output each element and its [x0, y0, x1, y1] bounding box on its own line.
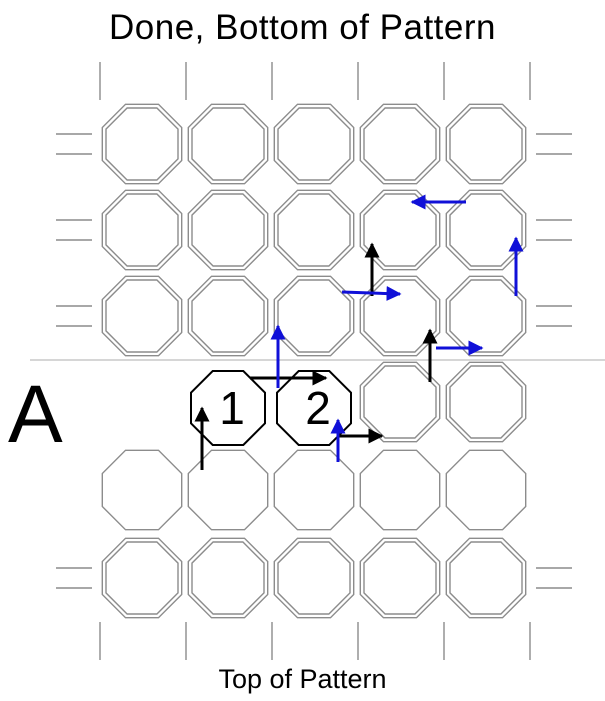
grid-octagon-inner: [449, 541, 523, 615]
grid-octagon-inner: [363, 541, 437, 615]
grid-octagon-inner: [191, 193, 265, 267]
motif-number-1: 1: [219, 382, 245, 434]
grid-octagon: [187, 537, 269, 619]
grid-octagon: [187, 275, 269, 357]
grid-octagon: [101, 449, 183, 531]
blue-arrow-icon: [341, 286, 402, 302]
grid-octagon: [445, 449, 527, 531]
grid-octagon-inner: [449, 365, 523, 439]
grid-octagon: [445, 103, 527, 185]
octagon-grid: [56, 62, 572, 660]
grid-octagon: [273, 537, 355, 619]
grid-octagon: [445, 189, 527, 271]
grid-octagon-inner: [105, 193, 179, 267]
pattern-bottom-title: Done, Bottom of Pattern: [109, 8, 496, 47]
grid-octagon-inner: [449, 193, 523, 267]
grid-octagon-inner: [363, 279, 437, 353]
grid-octagon-inner: [277, 279, 351, 353]
grid-octagon-inner: [363, 107, 437, 181]
grid-octagon: [101, 275, 183, 357]
grid-octagon: [359, 189, 441, 271]
grid-octagon: [359, 449, 441, 531]
section-label: A: [8, 369, 63, 460]
grid-octagon-inner: [277, 193, 351, 267]
motif-octagon-1: [190, 370, 266, 446]
grid-octagon: [273, 275, 355, 357]
direction-arrows: [194, 194, 524, 470]
grid-octagon-inner: [449, 107, 523, 181]
motif-number-2: 2: [305, 382, 331, 434]
grid-octagon-inner: [277, 107, 351, 181]
grid-octagon: [273, 449, 355, 531]
grid-octagon: [101, 189, 183, 271]
grid-octagon: [445, 537, 527, 619]
grid-octagon-inner: [191, 279, 265, 353]
grid-octagon-inner: [191, 541, 265, 615]
grid-octagon-inner: [105, 541, 179, 615]
pattern-top-title: Top of Pattern: [218, 664, 387, 694]
grid-octagon: [187, 189, 269, 271]
grid-octagon-inner: [363, 193, 437, 267]
grid-octagon: [359, 361, 441, 443]
grid-octagon: [273, 189, 355, 271]
grid-octagon: [359, 103, 441, 185]
grid-octagon: [101, 103, 183, 185]
grid-octagon-inner: [191, 107, 265, 181]
grid-octagon: [273, 103, 355, 185]
grid-octagon: [187, 103, 269, 185]
grid-octagon-inner: [277, 541, 351, 615]
grid-octagon-inner: [105, 279, 179, 353]
grid-octagon: [187, 449, 269, 531]
grid-octagon: [445, 361, 527, 443]
grid-octagon: [359, 537, 441, 619]
grid-octagon: [101, 537, 183, 619]
grid-octagon: [445, 275, 527, 357]
grid-octagon: [359, 275, 441, 357]
grid-octagon-inner: [105, 107, 179, 181]
